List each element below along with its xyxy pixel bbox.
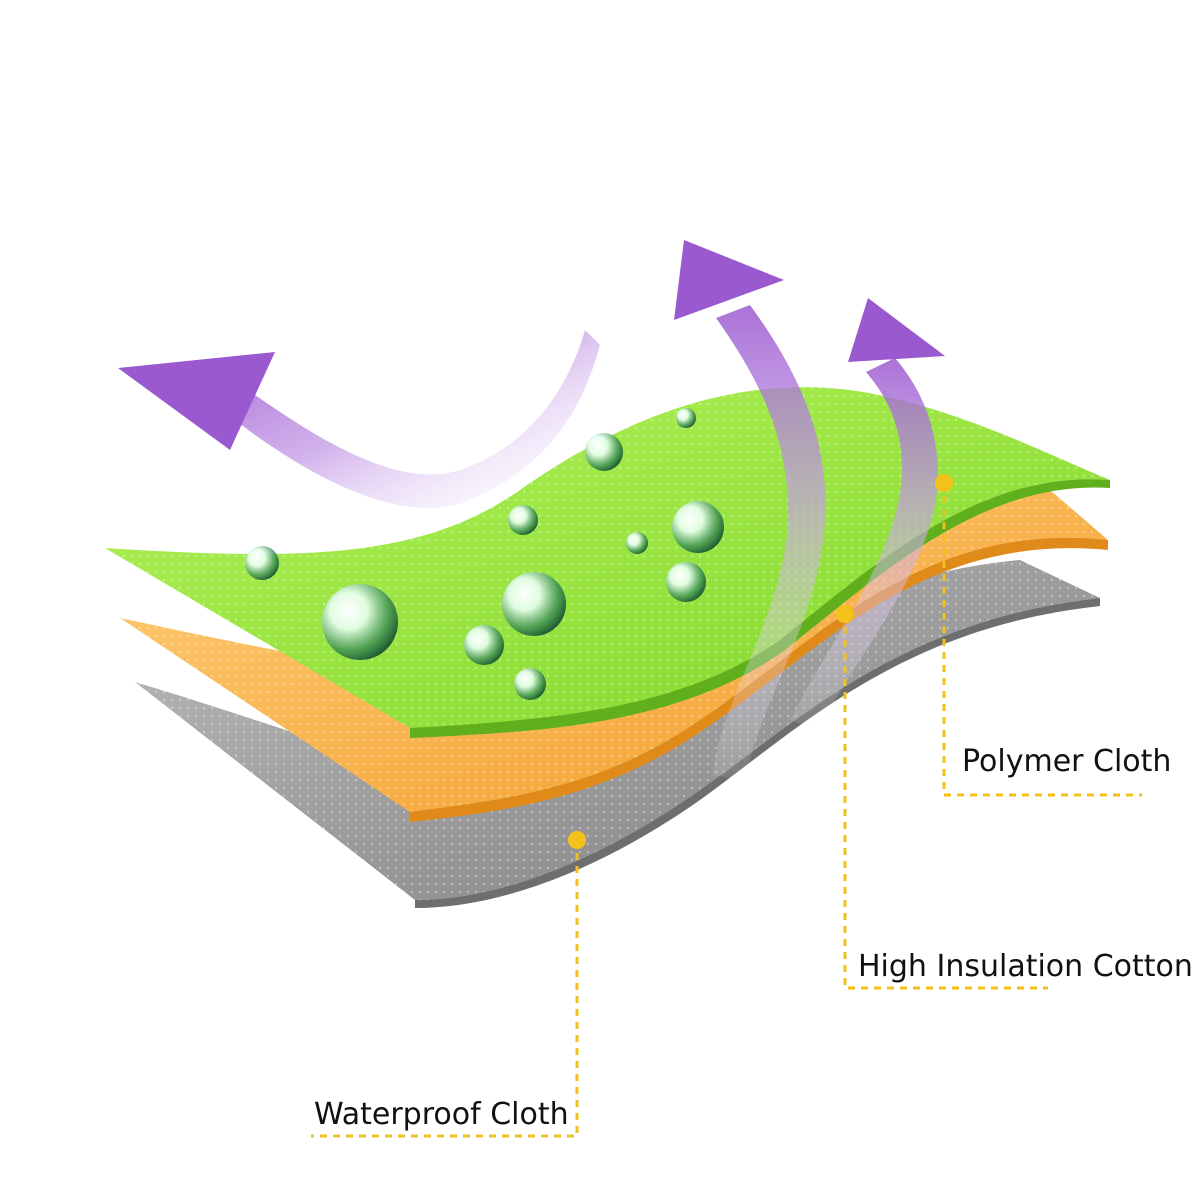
arrow-up-left-icon [118, 330, 600, 509]
polymer-cloth-label: Polymer Cloth [962, 744, 1172, 779]
water-drop-icon [502, 572, 566, 636]
water-drop-icon [322, 584, 398, 660]
callouts [311, 483, 1142, 1138]
water-drop-icon [672, 501, 724, 553]
callout-dot-cotton [836, 605, 854, 623]
waterproof-cloth-label: Waterproof Cloth [314, 1097, 569, 1132]
water-drop-icon [666, 562, 706, 602]
vapor-arrows [118, 240, 945, 780]
water-drop-icon [585, 433, 623, 471]
water-drop-icon [626, 532, 648, 554]
water-drop-icon [676, 408, 696, 428]
callout-dot-waterproof [568, 831, 586, 849]
high-insulation-cotton-label: High Insulation Cotton [858, 949, 1193, 984]
water-drop-icon [508, 505, 538, 535]
water-drop-icon [245, 546, 279, 580]
callout-dot-polymer [935, 474, 953, 492]
callout-line-polymer [942, 483, 1142, 797]
water-drop-icon [464, 625, 504, 665]
arrow-up-right-icon [790, 298, 945, 730]
water-drops [245, 408, 724, 700]
arrow-up-icon [674, 240, 826, 780]
callout-line-waterproof [311, 840, 579, 1138]
callout-line-cotton [843, 614, 1048, 990]
water-drop-icon [514, 668, 546, 700]
